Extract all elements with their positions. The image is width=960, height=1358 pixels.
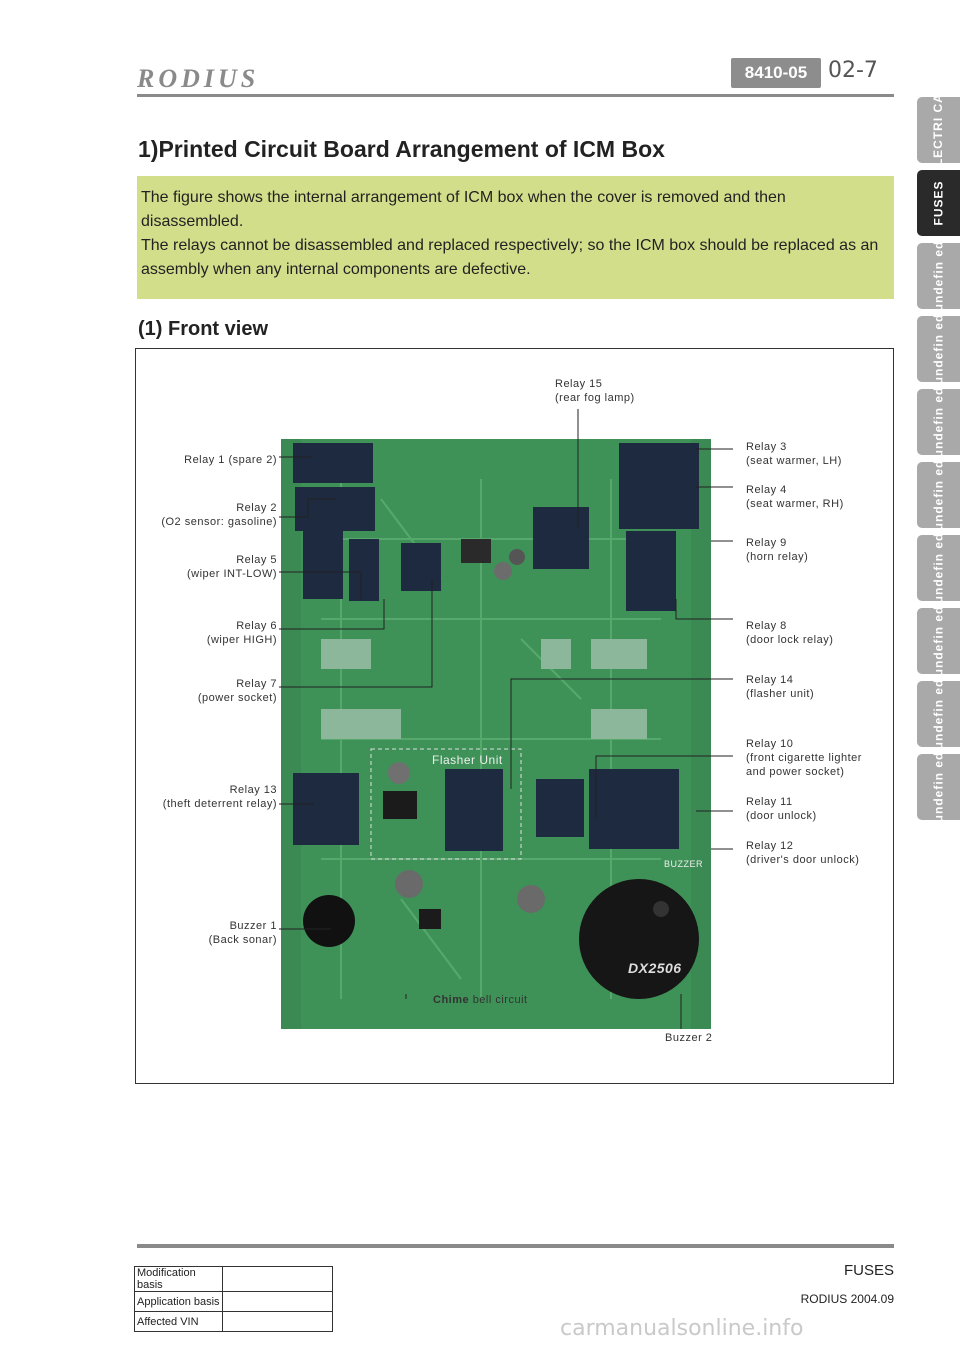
rev-value xyxy=(222,1311,333,1332)
header-rule xyxy=(137,94,894,97)
rev-key: Affected VIN xyxy=(134,1311,223,1332)
label-relay-3: Relay 3(seat warmer, LH) xyxy=(746,441,842,467)
label-relay-2: Relay 2(O2 sensor: gasoline) xyxy=(161,502,277,528)
buzzer-label: BUZZER xyxy=(664,859,703,869)
footer-model: RODIUS 2004.09 xyxy=(800,1292,894,1306)
label-relay-9: Relay 9(horn relay) xyxy=(746,537,809,563)
tab-undefined-3[interactable]: undefin ed xyxy=(917,387,960,457)
leader-lines xyxy=(279,409,733,1029)
tab-undefined-1[interactable]: undefin ed xyxy=(917,241,960,311)
revision-table: Modification basis Application basis Aff… xyxy=(134,1266,333,1332)
label-relay-7: Relay 7(power socket) xyxy=(197,678,277,704)
table-row: Affected VIN xyxy=(134,1311,333,1332)
page-number: 02-7 xyxy=(828,58,878,83)
rev-value xyxy=(222,1266,333,1292)
tab-undefined-4[interactable]: undefin ed xyxy=(917,460,960,530)
tab-undefined-7[interactable]: undefin ed xyxy=(917,679,960,749)
tab-undefined-8[interactable]: undefin ed xyxy=(917,752,960,822)
buzzer-model: DX2506 xyxy=(628,960,682,976)
flasher-unit-label: Flasher Unit xyxy=(432,753,503,767)
label-buzzer-2: Buzzer 2 xyxy=(665,1032,713,1044)
rev-key: Application basis xyxy=(134,1291,223,1312)
brand-logo: RODIUS xyxy=(137,64,260,93)
label-buzzer-1: Buzzer 1(Back sonar) xyxy=(208,920,277,946)
front-view-title: (1) Front view xyxy=(138,318,269,340)
table-row: Modification basis xyxy=(134,1266,333,1292)
note-line-2: The relays cannot be disassembled and re… xyxy=(141,237,879,278)
tab-electrical[interactable]: ELECTRI CAL xyxy=(917,85,960,175)
label-chime: Chime bell circuit xyxy=(433,994,528,1006)
note-line-1: The figure shows the internal arrangemen… xyxy=(141,189,786,230)
label-relay-8: Relay 8(door lock relay) xyxy=(746,620,834,646)
label-relay-12: Relay 12(driver's door unlock) xyxy=(746,840,860,866)
label-relay-15: Relay 15(rear fog lamp) xyxy=(555,378,635,404)
footer-section: FUSES xyxy=(843,1262,894,1279)
rev-value xyxy=(222,1291,333,1312)
tab-undefined-5[interactable]: undefin ed xyxy=(917,533,960,603)
tab-undefined-6[interactable]: undefin ed xyxy=(917,606,960,676)
section-code-badge: 8410-05 xyxy=(731,58,821,88)
watermark: carmanualsonline.info xyxy=(560,1316,804,1341)
tab-undefined-2[interactable]: undefin ed xyxy=(917,314,960,384)
table-row: Application basis xyxy=(134,1291,333,1312)
label-relay-4: Relay 4(seat warmer, RH) xyxy=(746,484,844,510)
rev-key: Modification basis xyxy=(134,1266,223,1292)
note-box: The figure shows the internal arrangemen… xyxy=(137,176,894,299)
footer-rule xyxy=(137,1244,894,1248)
label-relay-1: Relay 1 (spare 2) xyxy=(184,454,277,466)
label-relay-13: Relay 13(theft deterrent relay) xyxy=(162,784,277,810)
label-relay-5: Relay 5(wiper INT-LOW) xyxy=(187,554,277,580)
label-relay-11: Relay 11(door unlock) xyxy=(746,796,817,822)
pcb-figure: Flasher Unit BUZZER DX2506 Relay 1 (spar… xyxy=(135,348,894,1084)
label-relay-14: Relay 14(flasher unit) xyxy=(746,674,815,700)
tab-fuses[interactable]: FUSES xyxy=(917,170,960,236)
pcb-photo xyxy=(281,439,711,1029)
section-title: 1)Printed Circuit Board Arrangement of I… xyxy=(138,136,665,162)
label-relay-6: Relay 6(wiper HIGH) xyxy=(206,620,277,646)
